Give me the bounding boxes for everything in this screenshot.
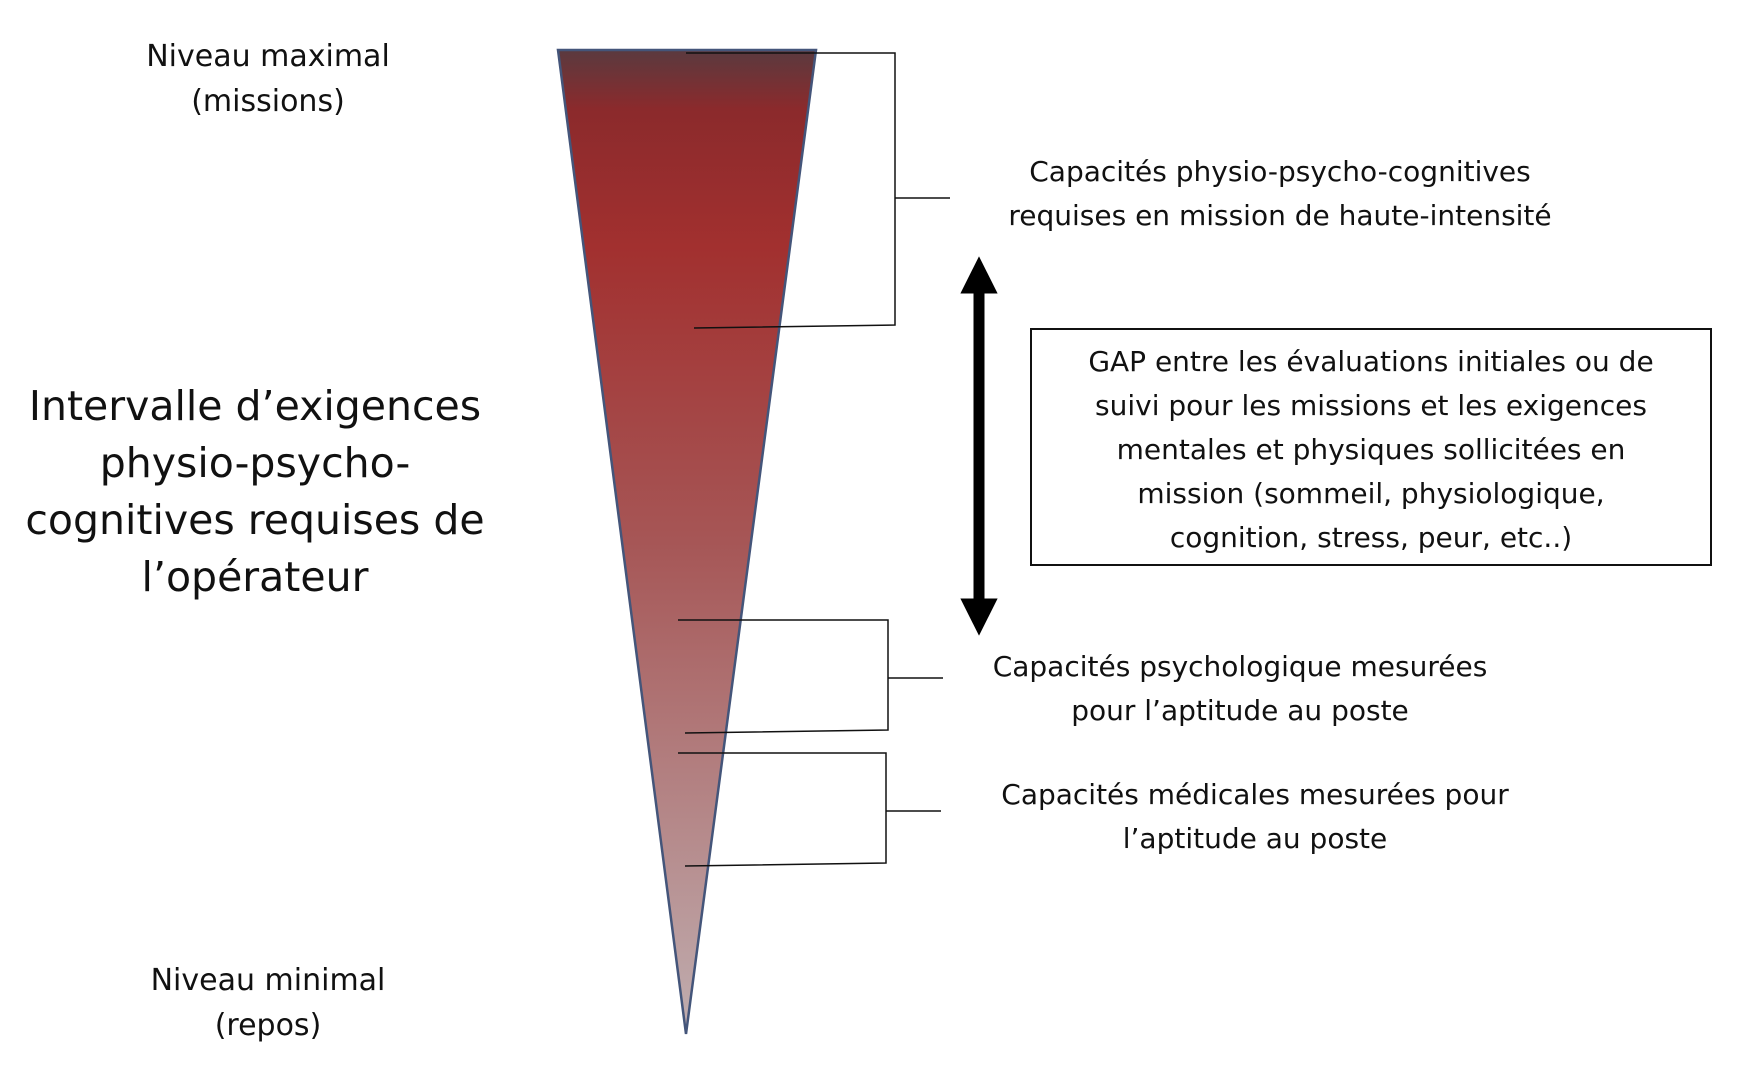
psycho-line-2: pour l’aptitude au poste <box>1071 694 1409 727</box>
physio-line-1: Capacités physio-psycho-cognitives <box>1029 155 1531 188</box>
physio-line-2: requises en mission de haute-intensité <box>1008 199 1552 232</box>
title-line-4: l’opérateur <box>141 553 369 601</box>
gap-line-1: GAP entre les évaluations initiales ou d… <box>1088 345 1654 378</box>
gap-line-4: mission (sommeil, physiologique, <box>1137 477 1605 510</box>
min-level-label: Niveau minimal (repos) <box>118 958 418 1048</box>
max-level-line-1: Niveau maximal <box>146 39 390 74</box>
medical-line-2: l’aptitude au poste <box>1122 822 1388 855</box>
medical-line-1: Capacités médicales mesurées pour <box>1001 778 1509 811</box>
title-line-2: physio-psycho- <box>99 439 411 487</box>
gap-line-3: mentales et physiques sollicitées en <box>1116 433 1626 466</box>
title-line-1: Intervalle d’exigences <box>28 382 482 430</box>
medical-bracket <box>678 752 887 867</box>
max-level-line-2: (missions) <box>191 84 345 119</box>
gap-line-5: cognition, stress, peur, etc..) <box>1169 521 1573 554</box>
gap-description-box: GAP entre les évaluations initiales ou d… <box>1030 328 1712 566</box>
min-level-line-2: (repos) <box>214 1008 322 1043</box>
psycho-capacities-label: Capacités psychologique mesurées pour l’… <box>930 645 1550 733</box>
title-line-3: cognitives requises de <box>25 496 485 544</box>
demand-interval-title: Intervalle d’exigences physio-psycho- co… <box>20 378 490 606</box>
physio-bracket <box>686 52 896 329</box>
min-level-line-1: Niveau minimal <box>150 963 386 998</box>
psycho-bracket <box>678 619 889 734</box>
max-level-label: Niveau maximal (missions) <box>118 34 418 124</box>
psycho-line-1: Capacités psychologique mesurées <box>992 650 1488 683</box>
demand-cone <box>556 48 818 1035</box>
gap-line-2: suivi pour les missions et les exigences <box>1095 389 1647 422</box>
physio-capacities-label: Capacités physio-psycho-cognitives requi… <box>930 150 1630 238</box>
medical-capacities-label: Capacités médicales mesurées pour l’apti… <box>930 773 1580 861</box>
brackets <box>678 52 950 867</box>
